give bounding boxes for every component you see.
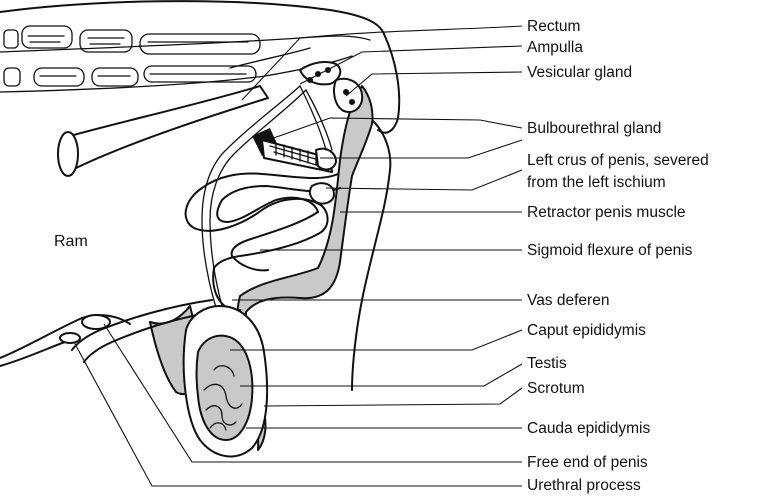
label-left-crus-line2: from the left ischium [527, 174, 666, 191]
labels: Ram Rectum Ampulla Vesicular gland Bulbo… [54, 18, 709, 494]
vertebrae-lower [4, 66, 256, 86]
label-vesicular-gland: Vesicular gland [527, 64, 632, 81]
label-urethral-process: Urethral process [527, 477, 641, 494]
label-free-end-of-penis: Free end of penis [527, 454, 648, 471]
label-sigmoid-flexure: Sigmoid flexure of penis [527, 242, 693, 259]
label-caput-epididymis: Caput epididymis [527, 322, 646, 339]
label-rectum: Rectum [527, 18, 580, 35]
label-left-crus-line1: Left crus of penis, severed [527, 152, 709, 169]
label-testis: Testis [527, 355, 567, 372]
scrotum [184, 306, 267, 456]
label-scrotum: Scrotum [527, 380, 585, 397]
label-bulbourethral-gland: Bulbourethral gland [527, 120, 661, 137]
label-cauda-epididymis: Cauda epididymis [527, 420, 650, 437]
label-vas-deferen: Vas deferen [527, 292, 609, 309]
label-retractor-penis-muscle: Retractor penis muscle [527, 204, 686, 221]
label-ampulla: Ampulla [527, 39, 583, 56]
ram-label: Ram [54, 233, 88, 250]
leader-lines [74, 26, 522, 486]
